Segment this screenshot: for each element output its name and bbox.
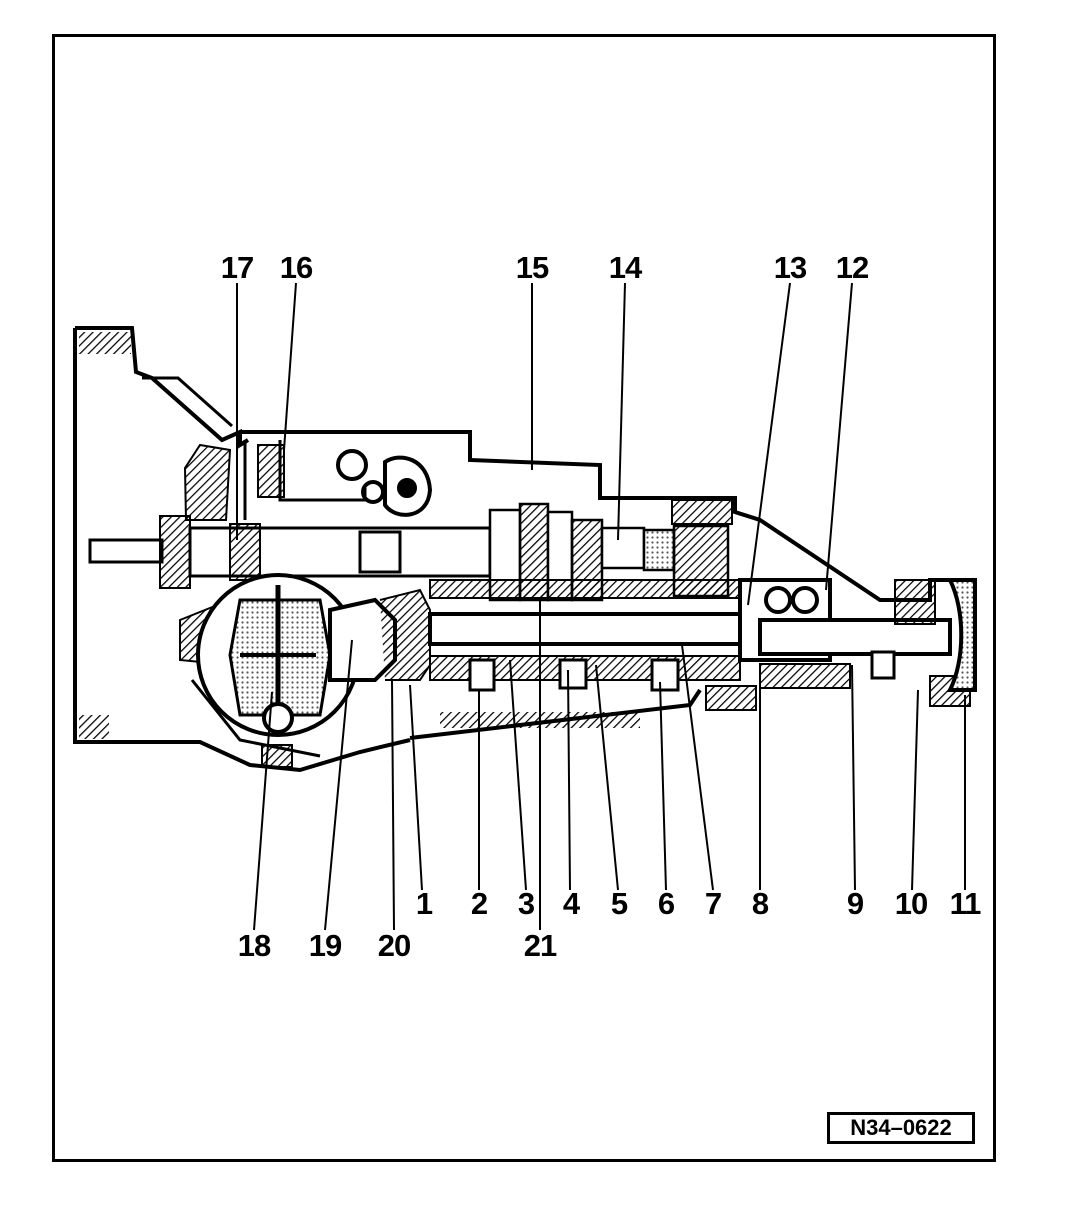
callout-1: 1 [415,886,433,921]
callout-3: 3 [517,886,535,921]
callout-15: 15 [515,250,549,285]
callout-9: 9 [846,886,864,921]
output-flange [738,578,977,707]
callout-14: 14 [608,250,642,285]
callout-11: 11 [949,886,982,921]
callout-20: 20 [377,928,411,963]
bell-housing [73,326,411,773]
callout-8: 8 [751,886,769,921]
callout-4: 4 [562,886,580,921]
callout-7: 7 [704,886,722,921]
callout-17: 17 [220,250,254,285]
callout-12: 12 [835,250,869,285]
pinion-shaft [428,579,762,711]
document-id-box: N34–0622 [827,1112,975,1144]
differential [196,573,431,768]
callout-13: 13 [773,250,807,285]
callout-21: 21 [523,928,557,963]
callout-19: 19 [308,928,342,963]
input-shaft [88,515,492,589]
leader-lines [236,282,966,931]
callout-5: 5 [610,886,628,921]
callout-16: 16 [279,250,313,285]
callout-10: 10 [894,886,928,921]
callout-6: 6 [657,886,675,921]
callout-18: 18 [237,928,271,963]
callout-2: 2 [470,886,488,921]
